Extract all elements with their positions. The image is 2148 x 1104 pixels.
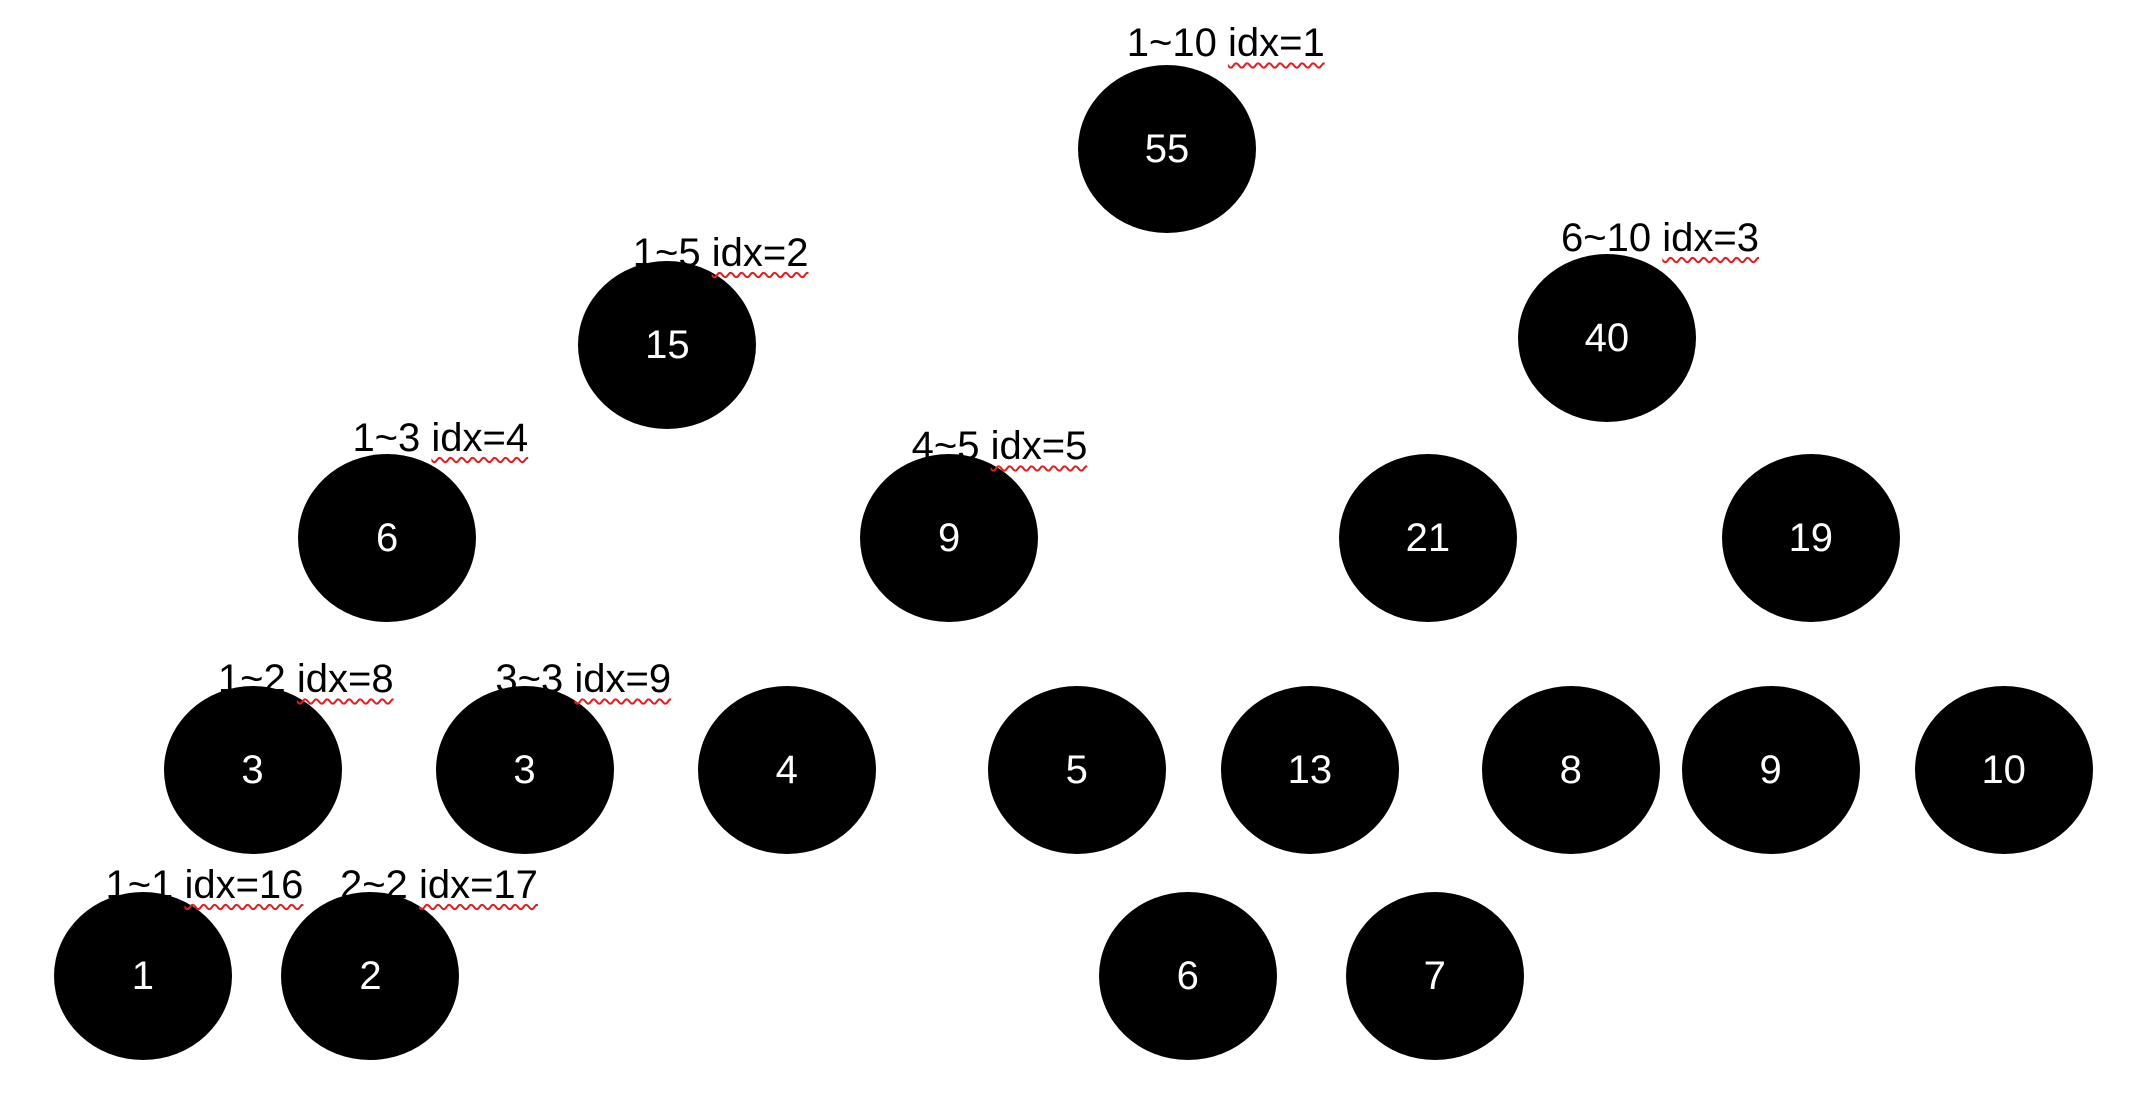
node-value: 10 — [1981, 748, 2026, 793]
node-label: 2~2 idx=17 — [340, 865, 538, 905]
node-value: 21 — [1405, 516, 1451, 561]
tree-node: 21 — [1338, 454, 1517, 623]
node-value: 7 — [1423, 953, 1446, 998]
node-label: 6~10 idx=3 — [1561, 218, 1759, 258]
tree-node: 3 — [435, 686, 614, 855]
node-value: 19 — [1788, 516, 1834, 561]
node-idx-label: idx=2 — [711, 230, 809, 275]
node-idx-label: idx=17 — [418, 862, 538, 907]
node-label: 3~3 idx=9 — [495, 659, 671, 699]
node-value: 5 — [1065, 748, 1088, 793]
node-value: 3 — [241, 748, 264, 793]
node-idx-label: idx=4 — [431, 415, 529, 460]
node-value: 1 — [131, 953, 155, 998]
node-value: 6 — [1176, 953, 1199, 998]
node-label: 1~10 idx=1 — [1127, 23, 1325, 63]
node-label: 1~3 idx=4 — [352, 418, 528, 458]
node-range-label: 3~3 — [495, 657, 564, 702]
node-label: 4~5 idx=5 — [912, 426, 1088, 466]
tree-node: 55 — [1077, 65, 1256, 234]
node-range-label: 1~1 — [105, 862, 174, 907]
node-range-label: 1~3 — [352, 415, 421, 460]
node-range-label: 1~10 — [1126, 20, 1217, 65]
tree-node: 8 — [1481, 686, 1660, 855]
node-idx-label: idx=9 — [574, 657, 672, 702]
node-range-label: 1~5 — [632, 230, 701, 275]
node-value: 55 — [1144, 127, 1190, 172]
node-label: 1~5 idx=2 — [633, 233, 809, 273]
node-value: 2 — [359, 953, 382, 998]
node-range-label: 1~2 — [217, 657, 286, 702]
tree-node: 15 — [578, 261, 757, 429]
node-value: 9 — [937, 516, 961, 561]
node-value: 40 — [1584, 316, 1630, 361]
node-label: 1~2 idx=8 — [218, 659, 394, 699]
node-idx-label: idx=1 — [1227, 20, 1325, 65]
tree-node: 2 — [281, 891, 460, 1060]
node-idx-label: idx=16 — [184, 862, 304, 907]
node-idx-label: idx=3 — [1662, 215, 1760, 260]
tree-node: 9 — [860, 454, 1039, 623]
node-idx-label: idx=5 — [990, 423, 1088, 468]
node-value: 13 — [1287, 748, 1333, 793]
tree-node: 1 — [53, 891, 232, 1060]
tree-node: 6 — [298, 454, 477, 623]
node-range-label: 2~2 — [339, 862, 408, 907]
tree-node: 19 — [1721, 454, 1900, 623]
tree-node: 3 — [163, 686, 342, 855]
node-value: 6 — [376, 516, 399, 561]
node-label: 1~1 idx=16 — [105, 865, 303, 905]
tree-node: 6 — [1098, 891, 1277, 1060]
node-value: 9 — [1759, 748, 1782, 793]
node-idx-label: idx=8 — [296, 657, 394, 702]
tree-node: 9 — [1681, 686, 1860, 855]
node-range-label: 6~10 — [1561, 215, 1652, 260]
node-value: 8 — [1559, 748, 1582, 793]
node-value: 3 — [513, 748, 536, 793]
node-value: 4 — [775, 748, 798, 793]
tree-node: 4 — [697, 686, 876, 855]
tree-node: 13 — [1220, 686, 1399, 855]
tree-node: 7 — [1345, 891, 1524, 1060]
node-value: 15 — [645, 323, 690, 367]
node-range-label: 4~5 — [911, 423, 980, 468]
tree-node: 5 — [987, 686, 1166, 855]
tree-node: 10 — [1914, 686, 2093, 855]
tree-node: 40 — [1517, 254, 1696, 423]
